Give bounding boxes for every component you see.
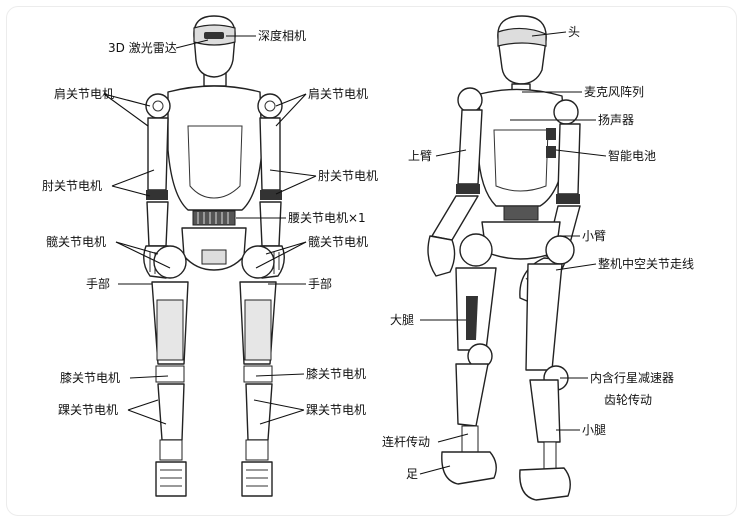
- front-elbow-left: [146, 190, 168, 200]
- front-pelvis: [181, 227, 247, 271]
- front-ankle-left: [159, 439, 183, 461]
- side-ankle-right: [543, 441, 557, 471]
- front-knee-left: [155, 365, 185, 383]
- label-ankle-right: 踝关节电机: [306, 403, 366, 417]
- side-visor: [497, 27, 547, 47]
- front-ankle-right: [245, 439, 269, 461]
- front-shank-right: [245, 383, 273, 441]
- label-mic-array: 麦克风阵列: [584, 85, 644, 99]
- label-knee-left: 膝关节电机: [60, 371, 120, 385]
- side-hand-left: [427, 235, 456, 277]
- side-upper-arm-right: [557, 123, 581, 195]
- front-forearm-left: [146, 201, 169, 247]
- side-waist-motor: [503, 205, 539, 221]
- front-chest-panel: [187, 125, 243, 199]
- label-shoulder-left: 肩关节电机: [54, 86, 114, 101]
- label-knee-right: 膝关节电机: [306, 367, 366, 381]
- label-elbow-right: 肘关节电机: [318, 168, 378, 183]
- label-thigh: 大腿: [390, 313, 414, 327]
- label-hip-right: 髋关节电机: [308, 234, 368, 249]
- side-ankle-left: [461, 425, 479, 453]
- label-hand-right: 手部: [308, 276, 332, 291]
- label-upper-arm: 上臂: [408, 149, 432, 163]
- leader-lines: [103, 31, 607, 475]
- side-elbow-left: [456, 184, 480, 194]
- label-head: 头: [568, 25, 580, 39]
- label-hollow-joint: 整机中空关节走线: [598, 256, 694, 271]
- label-hand-left: 手部: [86, 276, 110, 291]
- front-robot: [143, 15, 285, 497]
- front-thigh-panel-right: [244, 299, 272, 361]
- label-hip-left: 髋关节电机: [46, 234, 106, 249]
- label-speaker: 扬声器: [598, 112, 634, 127]
- front-thigh-panel-left: [156, 299, 184, 361]
- side-upper-arm-left: [457, 109, 483, 185]
- side-chest-panel: [493, 129, 549, 192]
- label-planetary: 内含行星减速器: [590, 370, 674, 385]
- side-battery-2: [546, 146, 556, 158]
- front-elbow-right: [260, 190, 282, 200]
- label-gear-drive: 齿轮传动: [604, 392, 652, 407]
- side-head: [497, 15, 547, 85]
- front-knee-right: [243, 365, 273, 383]
- label-ankle-left: 踝关节电机: [58, 403, 118, 417]
- label-waist: 腰关节电机×1: [288, 211, 366, 225]
- label-lidar: 3D 激光雷达: [108, 41, 177, 55]
- side-elbow-right: [556, 194, 580, 204]
- side-thigh-right: [525, 263, 563, 371]
- front-shank-left: [157, 383, 185, 441]
- front-upper-arm-right: [259, 117, 281, 191]
- front-shoulder-right: [257, 93, 283, 119]
- label-elbow-left: 肘关节电机: [42, 178, 102, 193]
- front-lidar-window: [204, 32, 224, 39]
- front-pelvis-plate: [201, 249, 227, 265]
- figure-frame: [6, 6, 737, 516]
- label-smart-battery: 智能电池: [608, 148, 656, 163]
- side-hip-left: [459, 233, 493, 267]
- label-forearm: 小臂: [582, 229, 606, 243]
- side-forearm-left: [431, 195, 479, 241]
- side-hip-right: [545, 235, 575, 265]
- label-linkage: 连杆传动: [382, 434, 430, 449]
- side-thigh-slot: [466, 296, 478, 340]
- front-waist-motor: [192, 210, 236, 226]
- front-forearm-right: [259, 201, 282, 247]
- label-shoulder-right: 肩关节电机: [308, 86, 368, 101]
- side-shoulder-left: [457, 87, 483, 113]
- side-robot: [427, 15, 581, 501]
- front-foot-right: [241, 461, 273, 497]
- front-torso: [167, 85, 263, 211]
- labels: 深度相机 3D 激光雷达 肩关节电机 肩关节电机 肘关节电机 肘关节电机 腰关节…: [42, 25, 694, 481]
- front-hip-left: [153, 245, 187, 279]
- label-foot: 足: [406, 467, 418, 481]
- side-foot-left: [441, 451, 497, 485]
- label-shank: 小腿: [582, 423, 606, 437]
- side-shank-left: [455, 363, 489, 427]
- side-battery-1: [546, 128, 556, 140]
- front-hip-right: [241, 245, 275, 279]
- side-foot-right: [519, 467, 571, 501]
- front-foot-left: [155, 461, 187, 497]
- side-shank-right: [529, 379, 561, 443]
- label-depth-camera: 深度相机: [258, 28, 306, 43]
- front-upper-arm-left: [147, 117, 169, 191]
